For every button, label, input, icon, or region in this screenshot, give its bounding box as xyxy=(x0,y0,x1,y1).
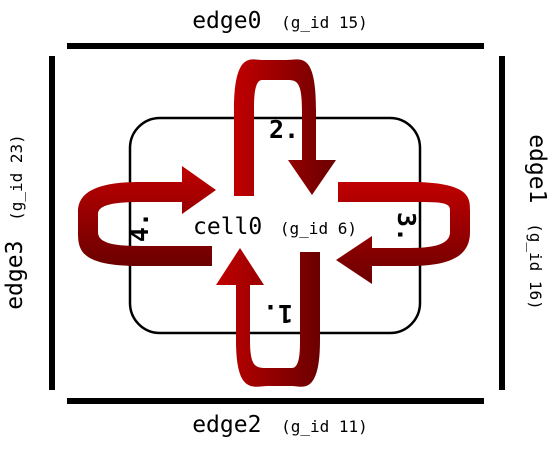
edge3-label: edge3 (g_id 23) xyxy=(2,134,28,310)
arrow-1 xyxy=(216,248,320,387)
arrow-4 xyxy=(78,166,216,266)
edge0-label: edge0 (g_id 15) xyxy=(192,8,368,34)
arrow-2 xyxy=(234,59,336,196)
arrow-1-label: 1. xyxy=(263,299,293,328)
cell0-box xyxy=(128,116,422,335)
arrow-2-label: 2. xyxy=(269,115,299,144)
arrow-3 xyxy=(336,182,470,284)
edge2-label: edge2 (g_id 11) xyxy=(192,412,368,438)
arrow-3-label: 3. xyxy=(392,212,421,242)
arrow-4-label: 4. xyxy=(125,212,154,242)
edge1-label: edge1 (g_id 16) xyxy=(524,134,550,310)
cell0-label: cell0 (g_id 6) xyxy=(193,214,357,240)
